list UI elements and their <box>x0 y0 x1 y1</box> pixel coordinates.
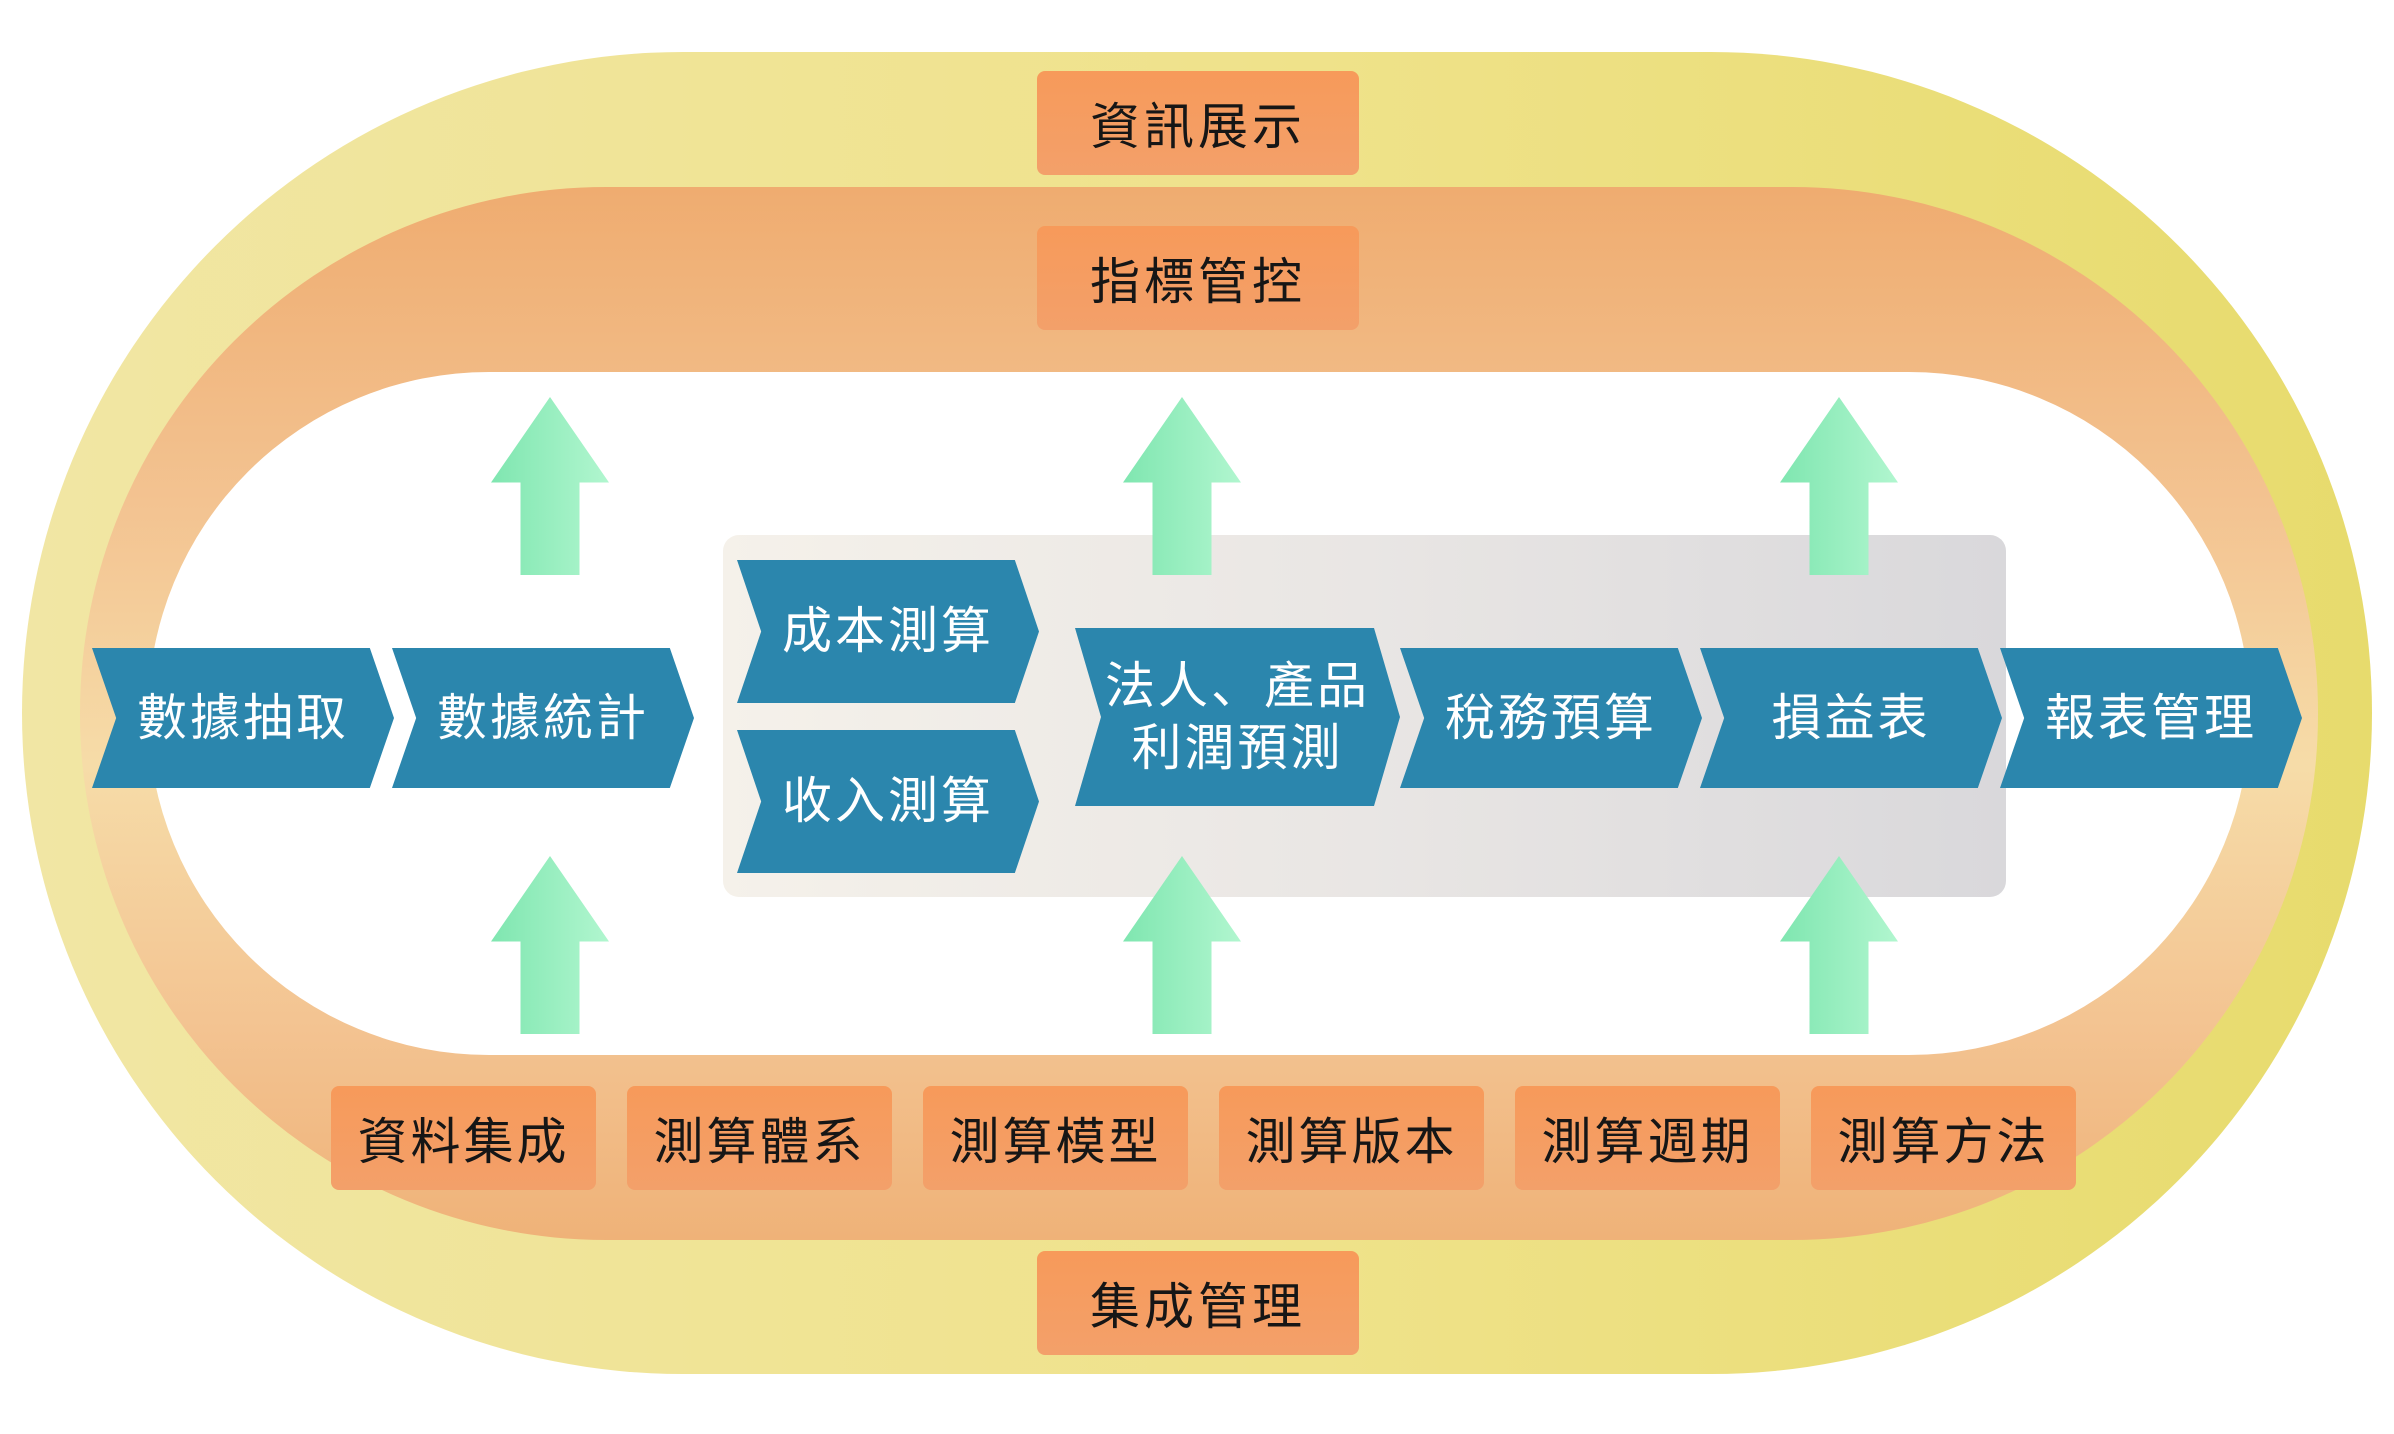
calc-version-label: 測算版本 <box>1219 1086 1484 1190</box>
integration-mgmt-label: 集成管理 <box>1037 1251 1359 1355</box>
calc-method-label: 測算方法 <box>1811 1086 2076 1190</box>
step-data-extract: 數據抽取 <box>92 648 394 788</box>
calc-system-label: 測算體系 <box>627 1086 892 1190</box>
step-pnl: 損益表 <box>1700 648 2002 788</box>
step-profit-forecast: 法人、產品 利潤預測 <box>1075 628 1400 806</box>
step-report-mgmt: 報表管理 <box>2000 648 2302 788</box>
calc-model-label: 測算模型 <box>923 1086 1188 1190</box>
data-integration-label: 資料集成 <box>331 1086 596 1190</box>
step-data-statistics: 數據統計 <box>392 648 694 788</box>
calc-period-label: 測算週期 <box>1515 1086 1780 1190</box>
profit-forecast-line2: 利潤預測 <box>1131 719 1344 777</box>
info-display-label: 資訊展示 <box>1037 71 1359 175</box>
kpi-control-label: 指標管控 <box>1037 226 1359 330</box>
step-cost-calc: 成本測算 <box>737 560 1039 703</box>
step-revenue-calc: 收入測算 <box>737 730 1039 873</box>
profit-forecast-line1: 法人、產品 <box>1105 656 1370 715</box>
step-tax-budget: 稅務預算 <box>1400 648 1702 788</box>
